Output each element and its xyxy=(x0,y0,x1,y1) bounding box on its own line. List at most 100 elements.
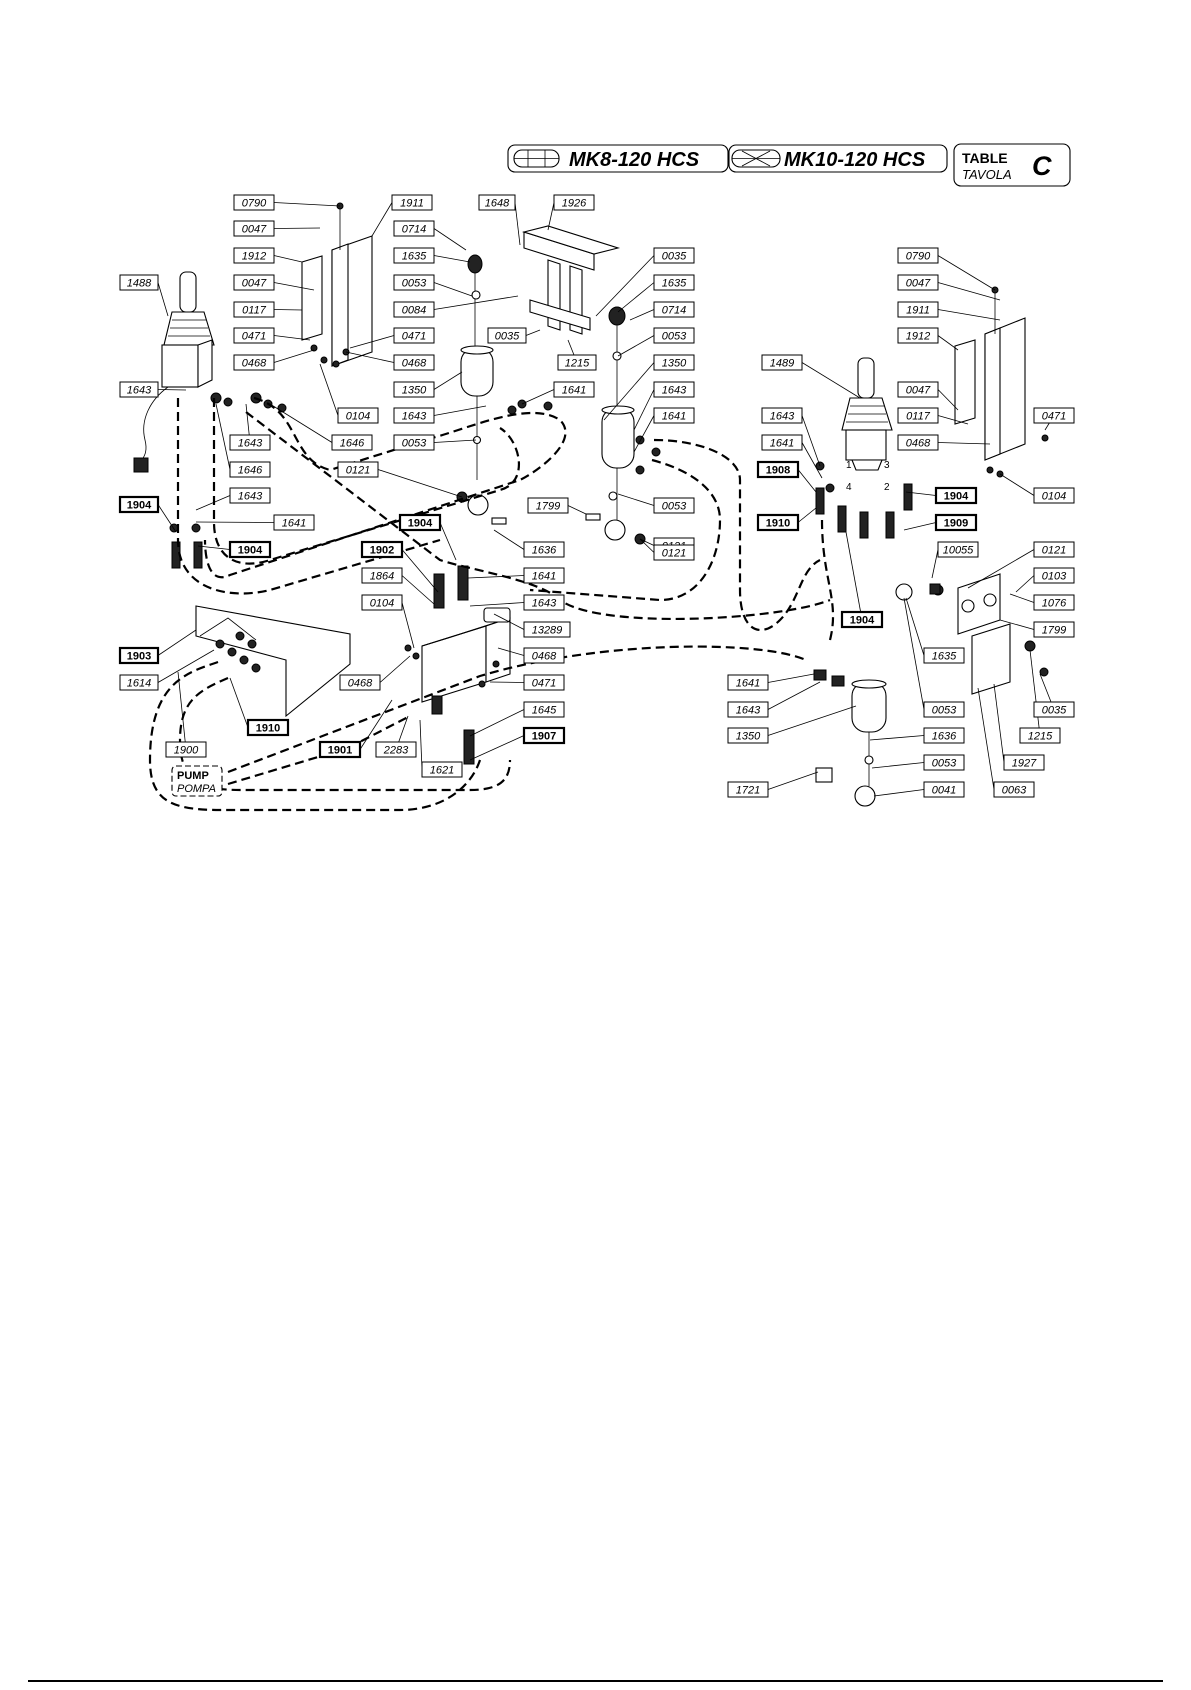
part-label-box xyxy=(360,540,404,559)
tavola-label: TAVOLA xyxy=(962,167,1012,182)
part-label-box xyxy=(897,381,939,398)
part-label-1350: 1350 xyxy=(727,727,769,744)
part-number: 0471 xyxy=(402,331,426,343)
leader-line xyxy=(469,709,525,737)
part-label-0468: 0468 xyxy=(339,674,381,691)
part-label-box xyxy=(923,754,965,771)
leader-line xyxy=(903,597,925,710)
part-label-box xyxy=(229,434,271,451)
leader-line xyxy=(767,673,815,683)
part-label-box xyxy=(934,513,978,532)
part-label-0790: 0790 xyxy=(233,194,275,211)
leader-line xyxy=(433,405,487,416)
part-number: 1635 xyxy=(662,278,687,290)
leader-line xyxy=(801,442,823,479)
part-label-1911: 1911 xyxy=(391,194,433,211)
part-label-box xyxy=(527,497,569,514)
part-label-1488: 1488 xyxy=(119,274,159,291)
leader-line xyxy=(999,619,1035,630)
part-label-1641: 1641 xyxy=(273,514,315,531)
part-label-box xyxy=(761,407,803,424)
part-label-box xyxy=(553,381,595,398)
leader-line xyxy=(801,362,861,399)
part-label-0053: 0053 xyxy=(923,701,965,718)
part-label-box xyxy=(897,434,939,451)
part-number: 0471 xyxy=(242,331,266,343)
part-number: 1643 xyxy=(238,438,263,450)
part-label-1927: 1927 xyxy=(1003,754,1045,771)
leader-line xyxy=(359,699,393,750)
part-number: 1910 xyxy=(256,723,280,735)
part-label-1614: 1614 xyxy=(119,674,159,691)
part-label-0053: 0053 xyxy=(393,434,435,451)
model-b-icon xyxy=(731,149,781,168)
part-number: 1904 xyxy=(850,615,875,627)
part-label-1643: 1643 xyxy=(229,487,271,504)
leader-line xyxy=(197,545,231,550)
leader-line xyxy=(273,335,311,341)
part-label-box xyxy=(897,407,939,424)
part-number: 0790 xyxy=(906,251,931,263)
cylinder-middle xyxy=(585,306,646,545)
part-label-box xyxy=(393,274,435,291)
part-label-box xyxy=(421,761,463,778)
part-label-box xyxy=(840,610,884,629)
part-label-1635: 1635 xyxy=(653,274,695,291)
part-number: 1911 xyxy=(906,305,930,317)
leader-line xyxy=(767,705,857,736)
part-number: 1907 xyxy=(532,731,556,743)
part-label-box xyxy=(487,327,527,344)
part-label-1799: 1799 xyxy=(527,497,569,514)
leader-line xyxy=(377,469,463,498)
leader-line xyxy=(195,521,275,523)
part-label-0121: 0121 xyxy=(653,544,695,561)
part-number: 1621 xyxy=(430,765,454,777)
leader-line xyxy=(937,442,991,445)
part-label-box xyxy=(923,647,965,664)
part-label-1350: 1350 xyxy=(653,354,695,371)
part-number: 0468 xyxy=(532,651,557,663)
part-number: 1636 xyxy=(532,545,557,557)
leader-line xyxy=(873,789,925,797)
part-label-box xyxy=(393,301,435,318)
part-label-box xyxy=(393,381,435,398)
part-label-1350: 1350 xyxy=(393,381,435,398)
part-number: 1908 xyxy=(766,465,790,477)
part-label-box xyxy=(897,274,939,291)
leader-line xyxy=(273,349,315,363)
part-label-1641: 1641 xyxy=(653,407,695,424)
part-label-1799: 1799 xyxy=(1033,621,1075,638)
leader-line xyxy=(433,228,467,251)
part-label-box xyxy=(119,381,159,398)
part-label-0103: 0103 xyxy=(1033,567,1075,584)
part-label-box xyxy=(993,781,1035,798)
model-b-title: MK10-120 HCS xyxy=(784,149,926,171)
part-label-box xyxy=(337,407,379,424)
part-label-box xyxy=(118,646,160,665)
leader-line xyxy=(273,227,321,229)
part-label-box xyxy=(923,727,965,744)
part-label-box xyxy=(923,781,965,798)
part-label-1636: 1636 xyxy=(523,541,565,558)
part-number: 2283 xyxy=(383,745,409,757)
part-label-box xyxy=(1033,487,1075,504)
part-label-0104: 0104 xyxy=(1033,487,1075,504)
part-label-1641: 1641 xyxy=(761,434,803,451)
table-label: TABLE xyxy=(962,150,1008,166)
part-number: 1901 xyxy=(328,745,352,757)
part-label-box xyxy=(557,354,597,371)
part-number: 1489 xyxy=(770,358,794,370)
part-label-0047: 0047 xyxy=(897,381,939,398)
leader-line xyxy=(633,389,655,431)
part-label-2283: 2283 xyxy=(375,741,417,758)
leader-line xyxy=(157,629,197,656)
part-label-box xyxy=(331,434,373,451)
part-label-box xyxy=(393,407,435,424)
part-number: 1799 xyxy=(536,501,560,513)
part-number: 1910 xyxy=(766,518,790,530)
part-number: 1641 xyxy=(770,438,794,450)
part-label-0468: 0468 xyxy=(233,354,275,371)
part-label-box xyxy=(756,460,800,479)
leader-line xyxy=(273,255,303,263)
part-label-box xyxy=(246,718,290,737)
